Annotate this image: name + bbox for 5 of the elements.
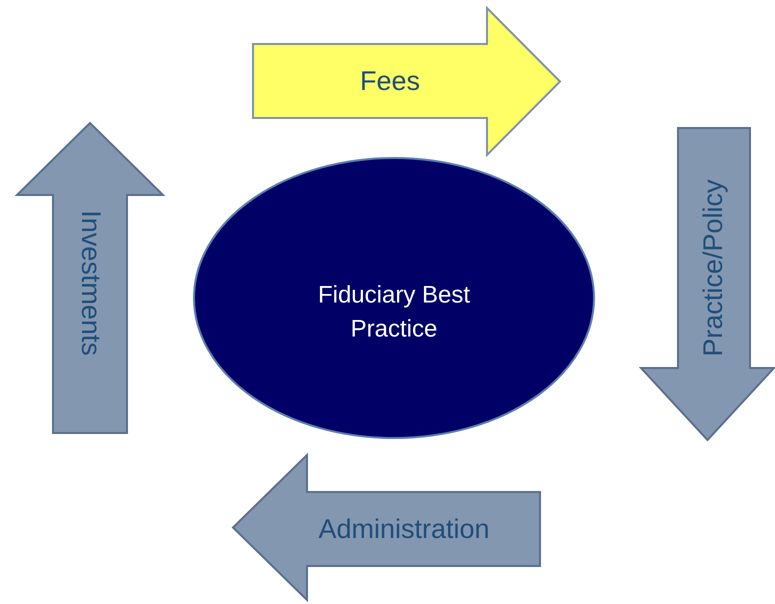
node-label: Fees	[360, 65, 420, 98]
node-label: Practice/Policy	[697, 179, 730, 357]
node-label: Administration	[318, 513, 490, 546]
node-label: Fiduciary Best Practice	[316, 280, 472, 344]
node-label: Investments	[74, 210, 107, 356]
